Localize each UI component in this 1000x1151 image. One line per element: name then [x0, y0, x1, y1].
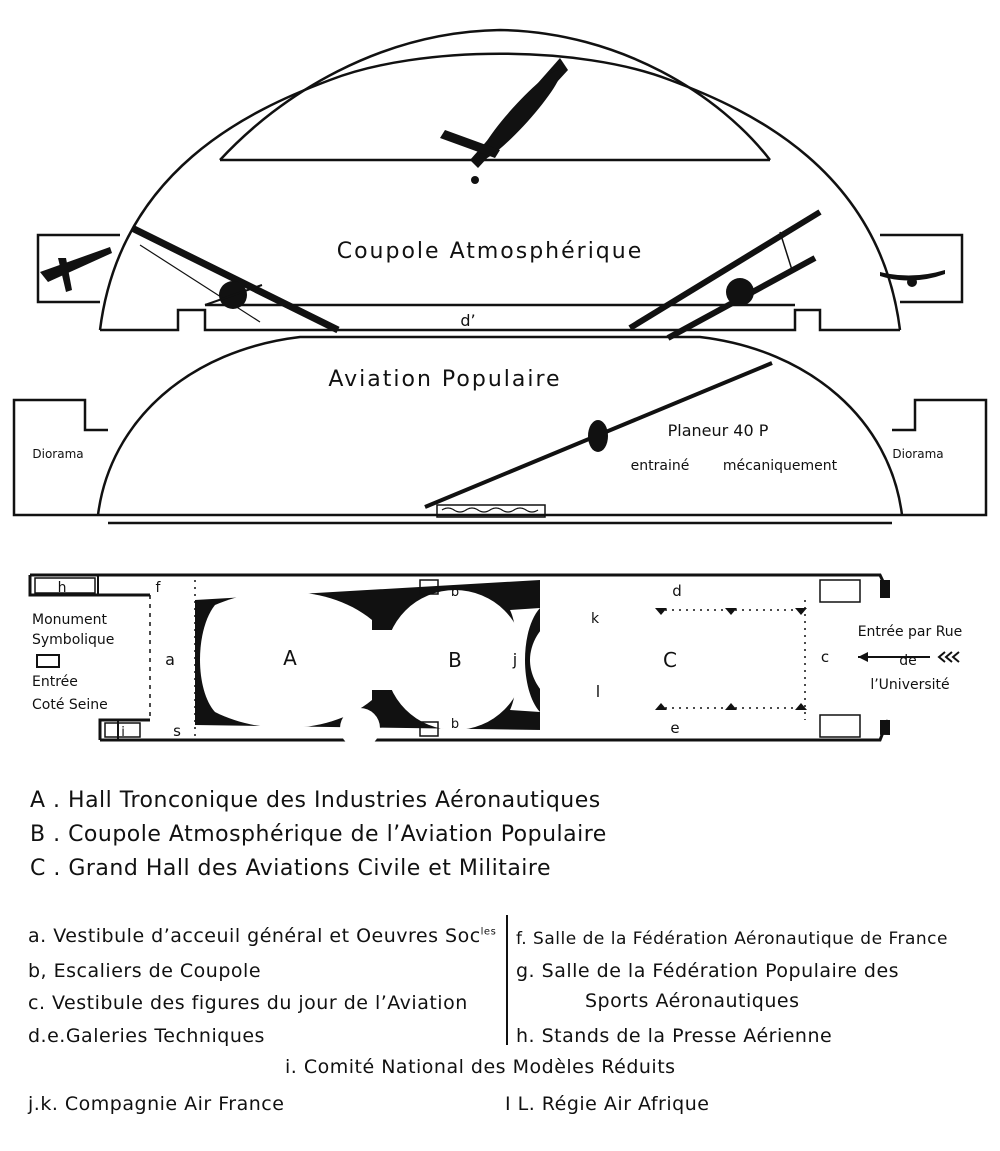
plan-label-a: a	[165, 650, 175, 669]
legend-c: c. Vestibule des figures du jour de l’Av…	[28, 992, 468, 1014]
lower-title: Aviation Populaire	[328, 367, 561, 392]
plan-label-b-top: b	[451, 585, 459, 600]
diorama-left-label: Diorama	[32, 447, 83, 461]
lower-dome-outline	[96, 335, 904, 516]
left-biplane	[130, 224, 340, 334]
entree-rue-line-3: l’Université	[870, 677, 949, 693]
plan-label-l: l	[596, 682, 600, 701]
plan-label-i: i	[121, 725, 125, 740]
legend-i: i. Comité National des Modèles Réduits	[285, 1056, 676, 1078]
upper-roof-band	[219, 28, 771, 161]
floor-plan-drawing	[28, 573, 960, 748]
legend-a-text: a. Vestibule d’acceuil général et Oeuvre…	[28, 925, 481, 947]
monument-line-1: Monument	[32, 612, 108, 628]
legend-jk: j.k. Compagnie Air France	[28, 1093, 285, 1115]
right-biplane	[628, 209, 822, 341]
entree-rue-line-2: de	[899, 653, 917, 669]
glider-drive-1: entrainé	[631, 458, 690, 474]
legend-g1: g. Salle de la Fédération Populaire des	[516, 960, 900, 982]
d-prime-label: d’	[460, 311, 475, 330]
entree-seine-line-2: Coté Seine	[32, 697, 108, 713]
mid-floor-line	[100, 308, 900, 332]
left-diorama-box	[12, 398, 108, 517]
plan-label-s: s	[173, 722, 181, 740]
legend-f: f. Salle de la Fédération Aéronautique d…	[516, 929, 948, 949]
left-wing-box	[36, 233, 120, 304]
monument-line-2: Symbolique	[32, 632, 114, 648]
glider-drive-2: mécaniquement	[723, 458, 838, 474]
plan-label-B: B	[448, 648, 462, 672]
glider	[424, 361, 773, 509]
plan-label-c: c	[821, 648, 829, 666]
plan-label-k: k	[591, 611, 600, 627]
cross-section-drawing	[12, 28, 988, 525]
legend-a-sup: les	[480, 926, 497, 938]
legend-g2: Sports Aéronautiques	[585, 990, 800, 1012]
right-diorama-box	[892, 398, 988, 517]
diorama-right-label: Diorama	[892, 447, 943, 461]
upper-monoplane	[440, 58, 568, 184]
plan-label-e: e	[670, 719, 679, 737]
dome-title: Coupole Atmosphérique	[337, 239, 644, 264]
legend-A: A . Hall Tronconique des Industries Aéro…	[30, 788, 601, 813]
legend-il: I L. Régie Air Afrique	[505, 1093, 710, 1115]
plan-label-j: j	[512, 650, 517, 669]
plan-label-f: f	[156, 580, 162, 596]
plan-label-A: A	[283, 646, 297, 670]
legend-C: C . Grand Hall des Aviations Civile et M…	[30, 856, 552, 881]
right-wing-box	[880, 233, 964, 304]
entree-rue-line-1: Entrée par Rue	[858, 624, 963, 640]
legend-b: b, Escaliers de Coupole	[28, 960, 262, 982]
plan-label-d: d	[672, 582, 682, 600]
legend-d: d.e.Galeries Techniques	[28, 1025, 265, 1047]
legend-B: B . Coupole Atmosphérique de l’Aviation …	[30, 822, 607, 847]
glider-name: Planeur 40 P	[668, 421, 769, 440]
legend-h: h. Stands de la Presse Aérienne	[516, 1025, 833, 1047]
plan-label-b-bottom: b	[451, 717, 459, 732]
plan-label-C: C	[663, 648, 677, 672]
outer-dome-outline	[98, 52, 902, 331]
entree-seine-line-1: Entrée	[32, 674, 78, 690]
small-corner-planes	[40, 247, 945, 292]
legend-a: a. Vestibule d’acceuil général et Oeuvre…	[28, 925, 496, 947]
plan-label-h: h	[58, 580, 67, 596]
